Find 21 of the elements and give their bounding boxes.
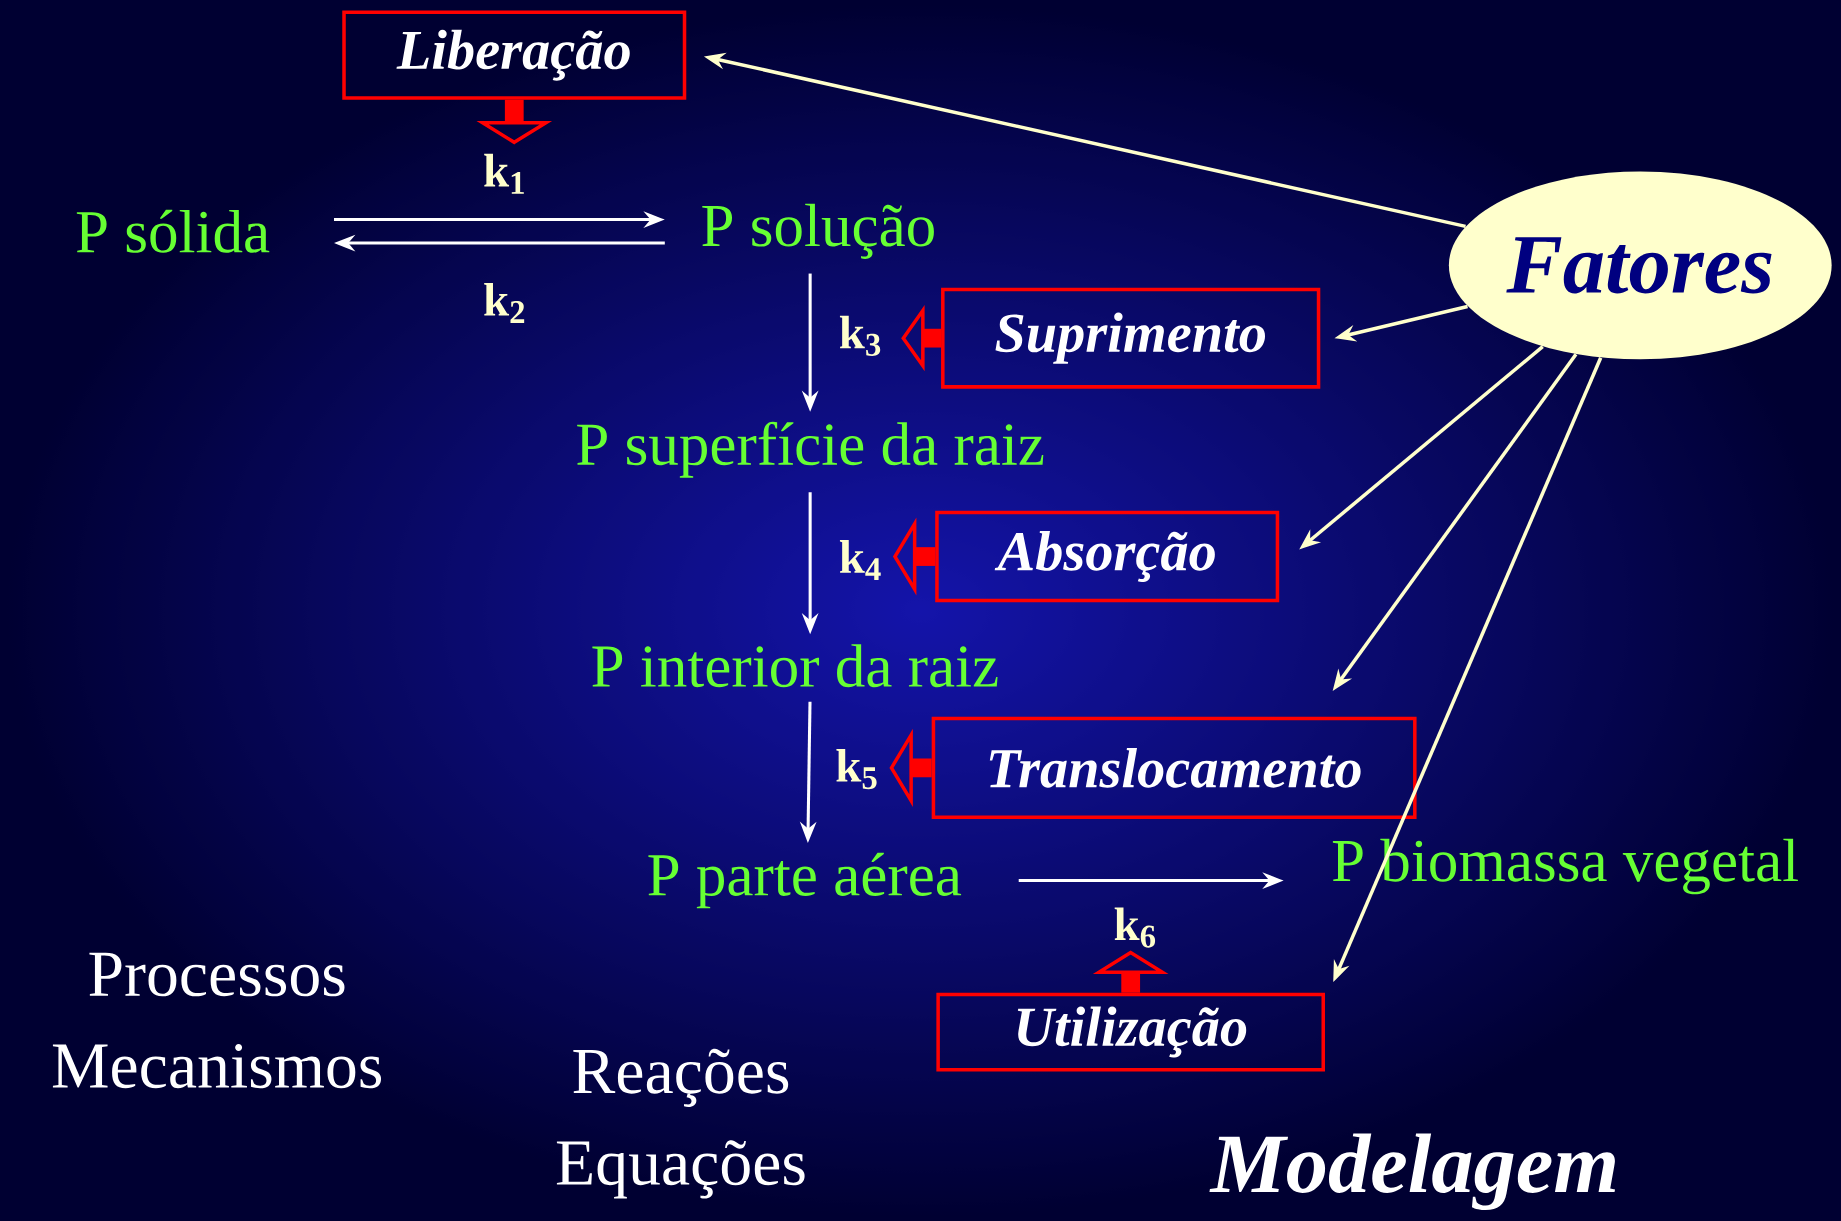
rate-constant-label: k$_{4}$ — [839, 540, 881, 580]
rate-constant-label: k$_{5}$ — [836, 748, 877, 790]
process-box: Absorção — [935, 510, 1280, 603]
process-box: Suprimento — [941, 287, 1321, 389]
caption-text: Equações — [556, 1140, 805, 1199]
caption-text: Processos — [89, 952, 345, 997]
rate-constant-label: k$_{3}$ — [839, 315, 881, 356]
rate-constant-label: k$_{1}$ — [484, 153, 524, 194]
rate-constant-label: k$_{2}$ — [484, 282, 525, 323]
compartment-label: P interior da raiz — [592, 644, 998, 688]
caption-text: Reações — [573, 1048, 789, 1107]
process-box: Translocamento — [931, 716, 1417, 819]
caption-text: Mecanismos — [52, 1044, 382, 1089]
rate-constant-label: k$_{6}$ — [1114, 907, 1156, 948]
process-box: Utilização — [936, 992, 1325, 1072]
compartment-label: P sólida — [76, 209, 270, 253]
compartment-label: P superfície da raiz — [577, 421, 1044, 478]
caption-text: Modelagem — [1209, 1133, 1616, 1211]
process-box: Liberação — [342, 10, 687, 100]
compartment-label: P parte aérea — [648, 852, 962, 909]
compartment-label: P solução — [702, 203, 934, 259]
